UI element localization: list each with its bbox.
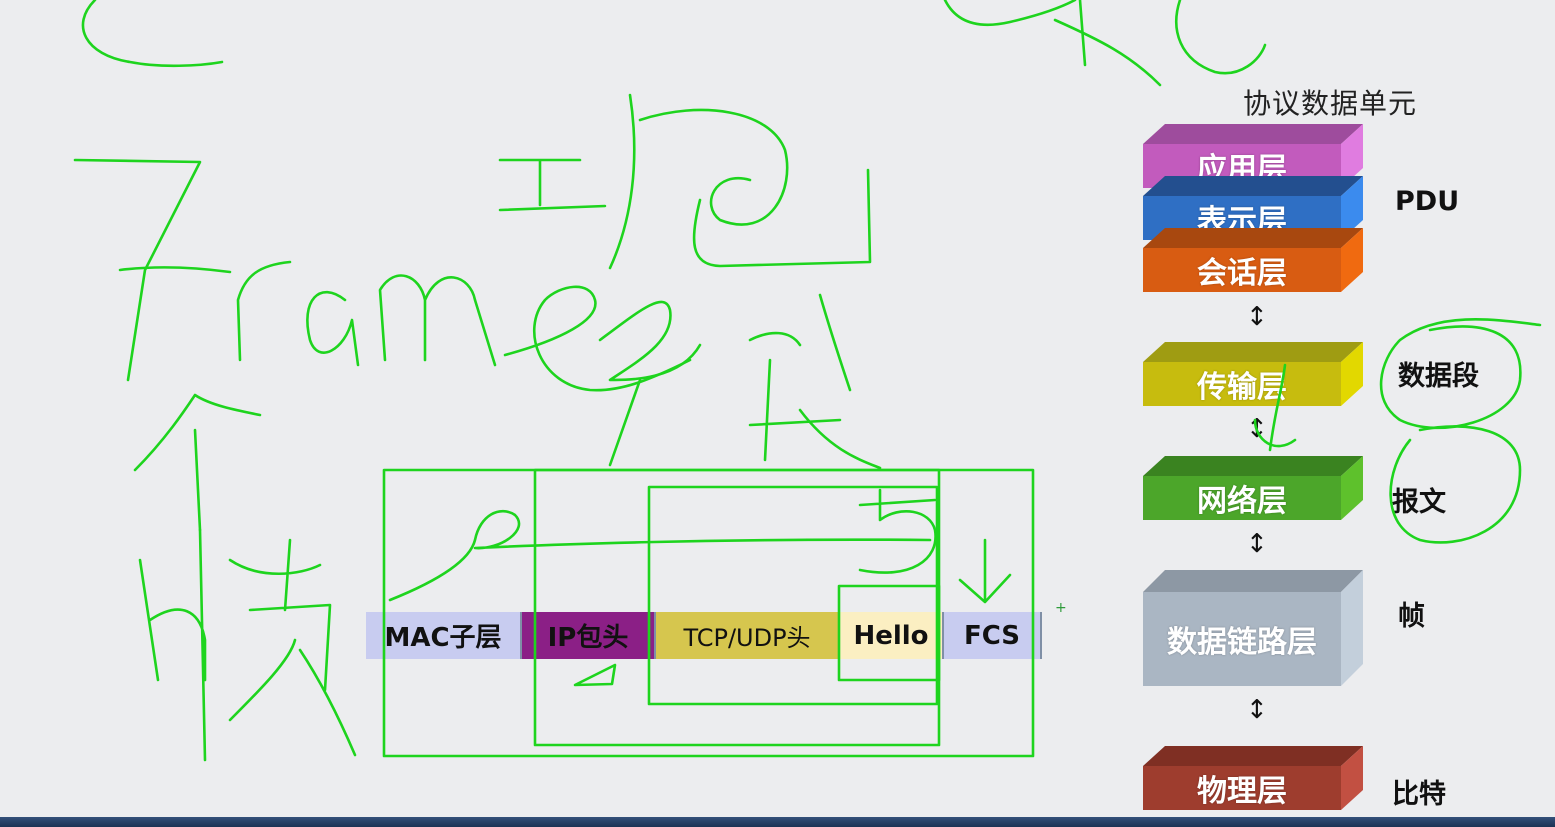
pdu-label-transport: 数据段 xyxy=(1398,361,1479,392)
ink-stroke-char xyxy=(748,293,882,470)
layer-block-network: 网络层 xyxy=(1143,476,1341,520)
ink-stroke-scribble xyxy=(1175,0,1267,75)
layer-side-face xyxy=(1341,570,1363,686)
pdu-title: 协议数据单元 xyxy=(1243,87,1418,120)
updown-arrow-icon: ↕ xyxy=(1246,302,1268,332)
pdu-label-datalink: 帧 xyxy=(1398,601,1425,632)
layer-top-face xyxy=(1143,124,1363,144)
pdu-label-network: 报文 xyxy=(1392,487,1446,518)
frame-segment-fcs: FCS xyxy=(944,612,1042,659)
layer-top-face xyxy=(1143,228,1363,248)
ink-box-packet xyxy=(533,468,941,747)
ink-stroke-char xyxy=(638,108,789,226)
layer-block-datalink: 数据链路层 xyxy=(1143,592,1341,686)
ink-stroke-char xyxy=(498,158,607,212)
pdu-label-upper: PDU xyxy=(1395,186,1460,217)
frame-segment-ip-header: IP包头 xyxy=(522,612,656,659)
layer-top-face xyxy=(1143,176,1363,196)
ink-stroke-char xyxy=(133,393,262,532)
layer-top-face xyxy=(1143,746,1363,766)
pdu-label-physical: 比特 xyxy=(1392,779,1446,810)
taskbar-strip xyxy=(0,817,1555,827)
layer-side-face xyxy=(1341,342,1363,406)
layer-side-face xyxy=(1341,228,1363,292)
layer-block-session: 会话层 xyxy=(1143,248,1341,292)
ink-stroke-char xyxy=(138,528,207,762)
ink-stroke-triangle xyxy=(573,663,617,687)
updown-arrow-icon: ↕ xyxy=(1246,529,1268,559)
ink-stroke-scribble xyxy=(1053,18,1162,87)
ink-stroke-frame xyxy=(503,285,692,392)
ink-stroke-char xyxy=(608,378,642,467)
updown-arrow-icon: ↕ xyxy=(1246,414,1268,444)
ink-stroke-char xyxy=(598,300,702,382)
ink-stroke-scribble xyxy=(943,0,1077,27)
ink-stroke-char xyxy=(608,93,636,270)
ink-stroke-connector xyxy=(388,509,932,602)
frame-segment-mac: MAC子层 xyxy=(366,612,522,659)
ink-stroke-frame xyxy=(236,260,292,362)
layer-side-face xyxy=(1341,124,1363,188)
layer-block-physical: 物理层 xyxy=(1143,766,1341,810)
frame-segment-tcp-udp-header: TCP/UDP头 xyxy=(656,612,840,659)
ink-stroke-curve xyxy=(81,0,224,68)
plus-mark: + xyxy=(1055,600,1067,616)
ink-box-segment xyxy=(647,485,939,706)
updown-arrow-icon: ↕ xyxy=(1246,695,1268,725)
ink-stroke-arrow xyxy=(958,538,1012,604)
layer-side-face xyxy=(1341,746,1363,810)
layer-side-face xyxy=(1341,456,1363,520)
ink-stroke-frame xyxy=(306,290,360,367)
layer-top-face xyxy=(1143,570,1363,592)
ink-stroke-frame xyxy=(378,274,497,367)
layer-top-face xyxy=(1143,456,1363,476)
frame-segment-payload: Hello xyxy=(840,612,944,659)
ink-stroke-char xyxy=(692,168,872,268)
ink-stroke-frame xyxy=(118,266,232,274)
layer-top-face xyxy=(1143,342,1363,362)
ink-stroke-scribble xyxy=(1078,0,1087,67)
layer-side-face xyxy=(1341,176,1363,240)
ink-stroke-char xyxy=(228,538,357,757)
ink-stroke-seven xyxy=(73,158,202,382)
layer-block-transport: 传输层 xyxy=(1143,362,1341,406)
ink-stroke-five xyxy=(858,488,937,574)
